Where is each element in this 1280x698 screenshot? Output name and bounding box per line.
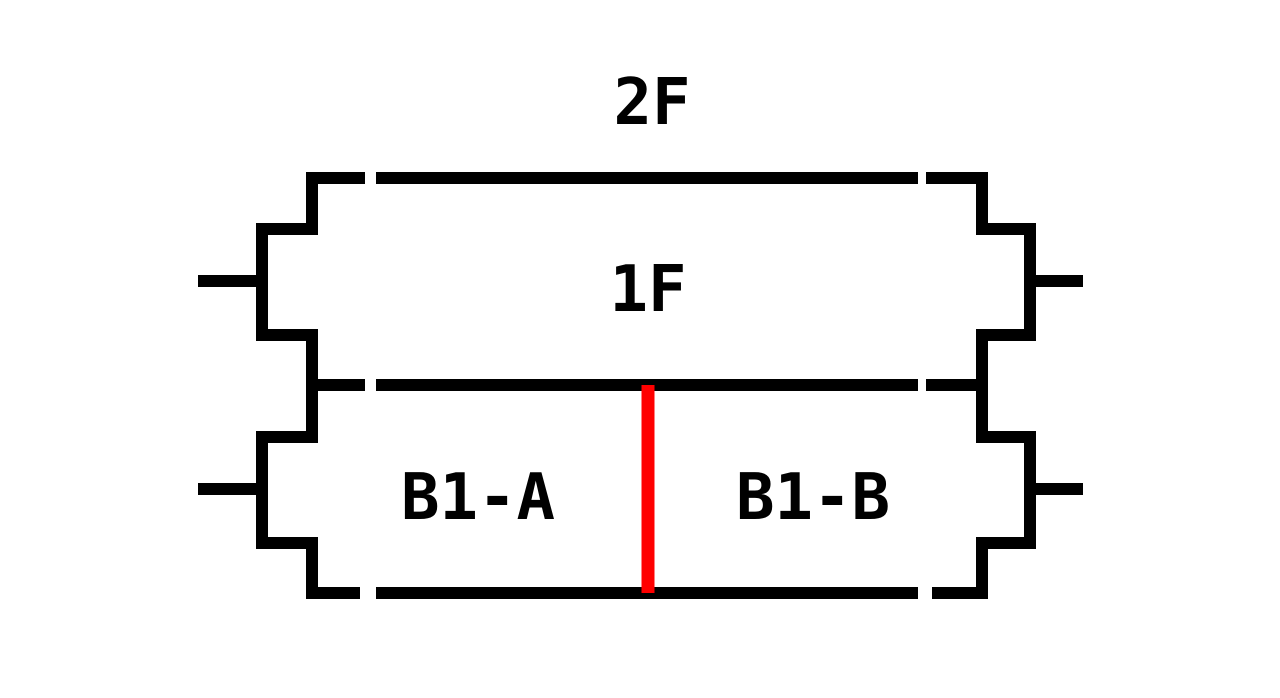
- right-outline: [976, 178, 1036, 599]
- left-outline: [256, 178, 318, 599]
- floor-label-1f: 1F: [609, 253, 686, 327]
- room-label-b1-b: B1-B: [736, 461, 890, 535]
- floor-label-2f: 2F: [613, 66, 690, 140]
- room-label-b1-a: B1-A: [401, 461, 555, 535]
